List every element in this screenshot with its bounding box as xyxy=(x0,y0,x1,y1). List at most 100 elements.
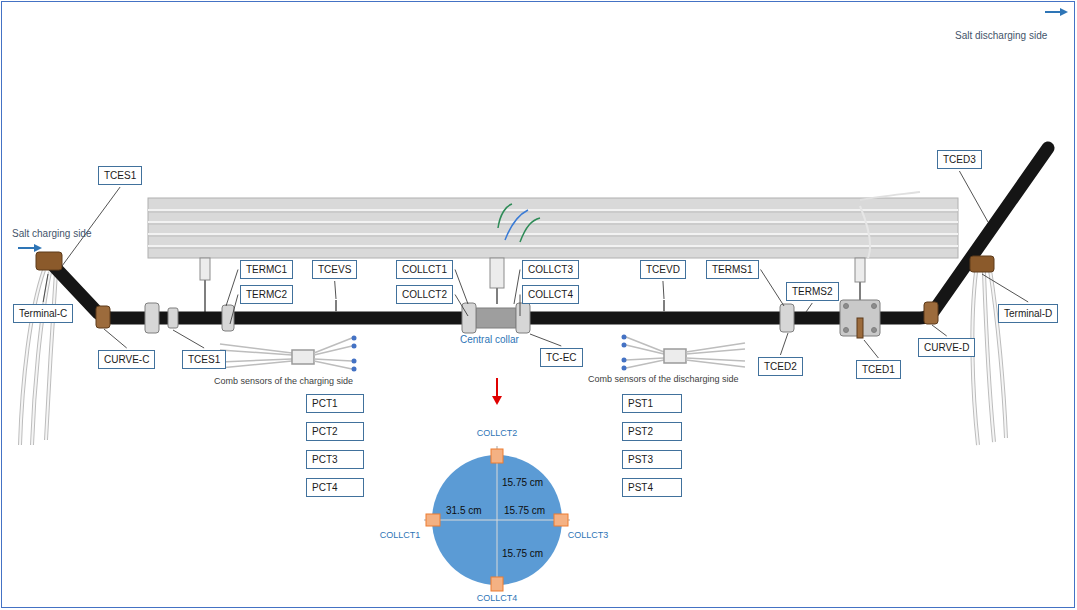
leader-line xyxy=(520,295,521,317)
probe-rod xyxy=(626,360,664,368)
cable xyxy=(990,270,1006,438)
section-arrow xyxy=(492,378,502,405)
bolt xyxy=(872,304,877,309)
tag-text: PCT2 xyxy=(312,425,358,438)
sensor-position-label: COLLCT3 xyxy=(568,530,609,541)
dimension-text: 15.75 cm xyxy=(502,477,543,489)
sensor-tag: PST1 xyxy=(622,394,682,413)
tag-text: COLLCT4 xyxy=(528,288,573,301)
beam-groove xyxy=(148,209,958,211)
tag-text: COLLCT2 xyxy=(402,288,447,301)
sensor-tag: PCT1 xyxy=(306,394,364,413)
leader-line xyxy=(335,281,336,299)
arrow-head xyxy=(1060,8,1068,16)
leader-line xyxy=(530,334,561,346)
sensor-tag: TERMS1 xyxy=(706,260,759,279)
arrow-shaft xyxy=(18,247,36,249)
part-label: Comb sensors of the discharging side xyxy=(588,374,739,385)
sensor-tag: Terminal-C xyxy=(13,304,73,323)
tag-text: TCED1 xyxy=(862,363,895,376)
probe-wire xyxy=(686,360,745,367)
beam-groove xyxy=(148,212,958,213)
probe-tip xyxy=(622,335,627,340)
pipe xyxy=(50,148,1048,318)
sensor-tag: TCED3 xyxy=(937,150,982,169)
wire xyxy=(498,204,512,228)
sensor-tag: PST3 xyxy=(622,450,682,469)
sensor-tag: PCT2 xyxy=(306,422,364,441)
probe xyxy=(663,300,665,312)
copper-probe xyxy=(857,318,863,338)
beam-groove xyxy=(148,236,958,237)
probe-tip xyxy=(352,344,357,349)
pipe-collars xyxy=(145,300,880,338)
collar-ring xyxy=(516,303,530,333)
probe-rod xyxy=(314,361,352,369)
probe-wire xyxy=(220,350,292,355)
sensor-tag: PST4 xyxy=(622,478,682,497)
bolt xyxy=(872,328,877,333)
beam-body xyxy=(148,198,958,258)
probe-rod xyxy=(626,358,664,360)
probe-rod xyxy=(626,345,664,354)
probe-wire xyxy=(220,344,292,353)
flange xyxy=(145,303,159,333)
tag-text: PST4 xyxy=(628,481,676,494)
sensor-tag: TCED1 xyxy=(856,360,901,379)
cable-bundle xyxy=(20,270,1006,445)
probe-tip xyxy=(622,358,627,363)
pipe-hanger xyxy=(200,258,865,312)
tag-text: PST3 xyxy=(628,453,676,466)
hanger-clamp xyxy=(490,258,504,288)
probe-wire xyxy=(686,343,745,352)
probe xyxy=(335,300,337,312)
sensor-tag: Terminal-D xyxy=(998,304,1058,323)
tag-text: CURVE-D xyxy=(924,341,969,354)
cable xyxy=(46,272,56,440)
tag-text: CURVE-C xyxy=(104,353,149,366)
section-circle: 15.75 cm31.5 cm15.75 cm15.75 cm xyxy=(432,455,562,585)
collar-band xyxy=(476,308,516,328)
probe-tip xyxy=(352,336,357,341)
sensor-position-label: COLLCT1 xyxy=(380,530,421,541)
leader-line xyxy=(761,270,784,307)
sensor-tag: TCEVS xyxy=(312,260,357,279)
tag-text: PCT4 xyxy=(312,481,358,494)
section-axis xyxy=(497,455,498,585)
sensor-tag: TC-EC xyxy=(540,348,583,367)
beam-groove xyxy=(148,224,958,225)
tag-text: TCES1 xyxy=(188,353,220,366)
tag-text: COLLCT1 xyxy=(402,263,447,276)
probe-tip xyxy=(622,366,627,371)
flow-direction-label: Salt charging side xyxy=(12,228,92,240)
sensor-position-label: COLLCT4 xyxy=(477,593,518,604)
part-label: Comb sensors of the charging side xyxy=(214,376,353,387)
leader-line xyxy=(455,270,468,305)
sensor-tag: COLLCT3 xyxy=(522,260,579,279)
collar-ring xyxy=(462,303,476,333)
dimension-text: 15.75 cm xyxy=(502,548,543,560)
sensor-tag: PCT4 xyxy=(306,478,364,497)
leader-line xyxy=(780,333,788,355)
leader-line xyxy=(62,187,120,266)
comb-sensor xyxy=(622,335,746,371)
leader-line xyxy=(864,340,878,358)
hanger-rod xyxy=(496,288,498,304)
curve-fitting xyxy=(96,306,110,328)
pipe-section xyxy=(432,455,562,585)
tag-text: PCT3 xyxy=(312,453,358,466)
thermocouple-pad xyxy=(491,577,503,591)
hanger-clamp xyxy=(855,258,865,282)
flow-arrow xyxy=(18,8,1068,252)
comb-body xyxy=(664,349,686,363)
sensor-tag: TERMC1 xyxy=(240,260,293,279)
sensor-collar xyxy=(168,308,178,328)
comb-sensor xyxy=(220,336,357,372)
bolt xyxy=(844,328,849,333)
tag-text: TCES1 xyxy=(104,169,136,182)
leader-line xyxy=(514,270,520,305)
bolt xyxy=(844,304,849,309)
wire xyxy=(505,210,528,240)
leader-line xyxy=(43,274,48,302)
